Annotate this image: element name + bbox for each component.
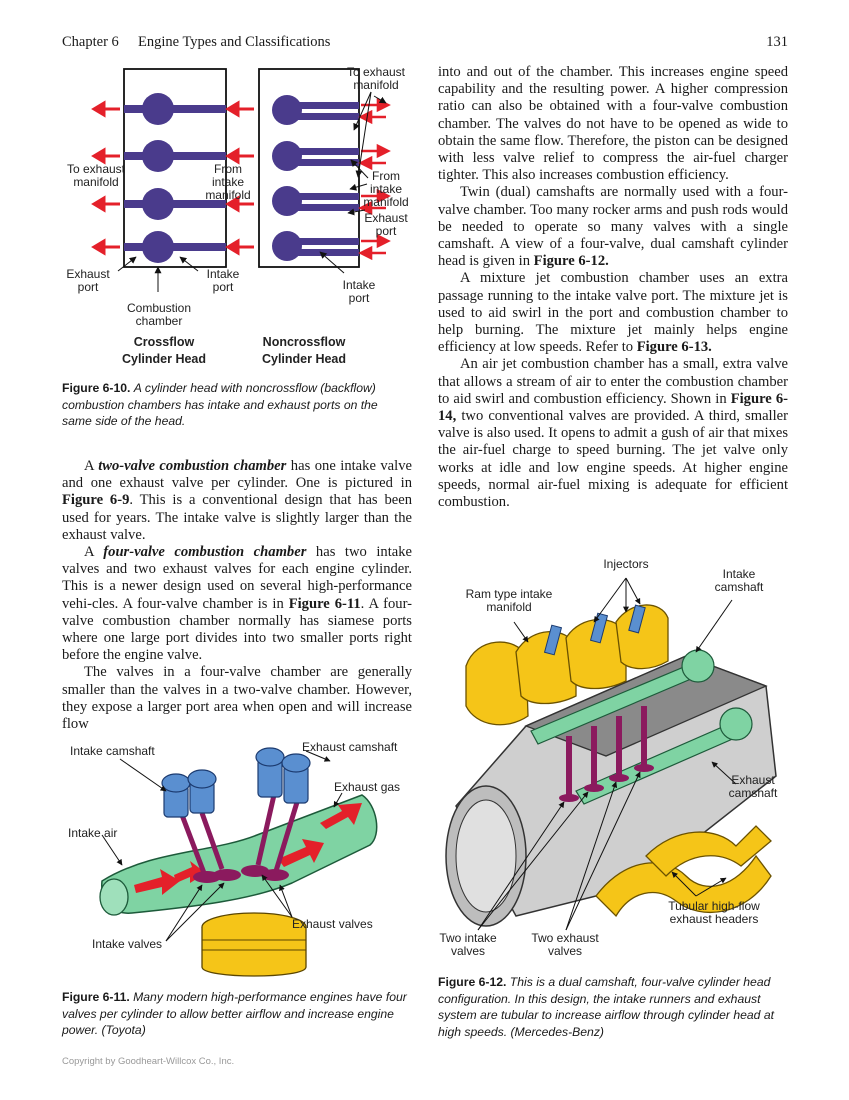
label-exhaust-camshaft-12: Exhaust camshaft [728, 773, 778, 800]
injectors [543, 604, 646, 656]
crossflow-head-outline [123, 68, 227, 268]
figure-reference: Figure 6-14, [438, 390, 788, 425]
paragraph: into and out of the chamber. This increa… [438, 64, 788, 184]
left-column-text: A two-valve combustion chamber has one i… [62, 458, 412, 733]
label-ram-type-intake-manifold: Ram type intake manifold [465, 587, 553, 614]
camshafts [530, 649, 753, 805]
caption-figure-6-12: Figure 6-12. This is a dual camshaft, fo… [438, 974, 788, 1040]
term: four-valve combustion chamber [103, 544, 307, 561]
label-combustion-chamber: Combustion chamber [126, 301, 192, 328]
caption-label: Figure 6-10. [62, 381, 131, 395]
label-intake-port-mid: Intake port [206, 267, 240, 294]
text-run: . This is a conventional design that has… [62, 492, 412, 543]
caption-figure-6-11: Figure 6-11. Many modern high-performanc… [62, 989, 410, 1039]
paragraph: An air jet combustion chamber has a smal… [438, 356, 788, 511]
figure-reference: Figure 6-13. [636, 339, 712, 356]
caption-figure-6-10: Figure 6-10. A cylinder head with noncro… [62, 380, 410, 430]
text-run: A [84, 458, 99, 474]
figure-6-11: Intake camshaft Exhaust camshaft Exhaust… [62, 735, 422, 985]
piston-body [201, 927, 307, 977]
paragraph: Twin (dual) camshafts are normally used … [438, 184, 788, 270]
valves [559, 706, 654, 802]
running-header: Chapter 6 Engine Types and Classificatio… [62, 34, 330, 51]
copyright-footer: Copyright by Goodheart-Willcox Co., Inc. [62, 1056, 235, 1067]
label-intake-air: Intake air [68, 826, 118, 840]
caption-label: Figure 6-11. [62, 990, 130, 1004]
label-from-intake-manifold-right: From intake manifold [363, 169, 409, 209]
noncrossflow-head-outline [258, 68, 360, 268]
text-run: . A four-valve combustion chamber normal… [62, 595, 413, 664]
text-run: A [84, 544, 104, 561]
four-valve-chamber-illustration [99, 747, 378, 977]
label-intake-camshaft: Intake camshaft [70, 744, 155, 758]
text-run: A mixture jet combustion chamber uses an… [438, 270, 788, 356]
exhaust-headers [595, 825, 772, 918]
port-opening [99, 878, 129, 916]
flow-arrows [134, 803, 362, 895]
label-exhaust-port-left: Exhaust port [66, 267, 110, 294]
figure-reference: Figure 6-9 [62, 492, 130, 509]
valve-heads [193, 865, 289, 883]
paragraph: The valves in a four-valve chamber are g… [62, 664, 412, 733]
figure-6-10: To exhaust manifold To exhaust manifold … [58, 60, 418, 380]
label-exhaust-port-right: Exhaust port [364, 211, 408, 238]
text-run: has two intake valves and two exhaust va… [62, 544, 412, 612]
label-from-intake-manifold-mid: From intake manifold [205, 162, 251, 202]
valve-stems [179, 794, 301, 874]
label-intake-port-right: Intake port [342, 278, 376, 305]
caption-text: A cylinder head with noncrossflow (backf… [62, 381, 378, 429]
figure-6-12: Injectors Intake camshaft Ram type intak… [436, 556, 796, 966]
label-two-exhaust-valves: Two exhaust valves [531, 931, 599, 958]
intake-manifold [465, 604, 669, 726]
label-to-exhaust-manifold-left: To exhaust manifold [66, 162, 126, 189]
camshaft-lobes [161, 747, 311, 818]
right-column-text: into and out of the chamber. This increa… [438, 64, 788, 511]
text-run: An air jet combustion chamber has a smal… [438, 356, 788, 407]
label-to-exhaust-manifold-top: To exhaust manifold [346, 65, 406, 92]
label-crossflow-title: Crossflow Cylinder Head [121, 335, 207, 366]
figure-reference: Figure 6-11 [288, 595, 361, 612]
caption-text: Many modern high-performance engines hav… [62, 990, 407, 1038]
label-injectors: Injectors [603, 557, 649, 571]
text-run: has one intake valve and one exhaust val… [62, 458, 412, 492]
cylinder-head-diagram [91, 68, 391, 292]
page-number: 131 [766, 34, 788, 50]
text-run: two conventional valves are provided. A … [438, 408, 788, 511]
label-exhaust-gas: Exhaust gas [334, 780, 401, 794]
label-noncrossflow-title: Noncrossflow Cylinder Head [261, 335, 347, 366]
figure-reference: Figure 6-12. [533, 253, 609, 270]
label-exhaust-camshaft: Exhaust camshaft [302, 740, 398, 754]
dual-camshaft-head-illustration [445, 577, 777, 931]
chapter-number: Chapter 6 [62, 34, 119, 50]
label-two-intake-valves: Two intake valves [439, 931, 497, 958]
text-run: Twin (dual) camshafts are normally used … [438, 184, 788, 270]
label-exhaust-valves: Exhaust valves [292, 917, 373, 931]
caption-text: This is a dual camshaft, four-valve cyli… [438, 975, 775, 1039]
paragraph: A four-valve combustion chamber has two … [62, 544, 412, 664]
paragraph: A two-valve combustion chamber has one i… [62, 458, 412, 544]
label-intake-camshaft-12: Intake camshaft [714, 567, 764, 594]
port-tube [101, 794, 378, 914]
label-tubular-headers: Tubular high-flow exhaust headers [668, 899, 760, 926]
chapter-title: Engine Types and Classifications [138, 34, 331, 50]
label-intake-valves: Intake valves [92, 937, 163, 951]
term: two-valve combustion chamber [98, 458, 287, 474]
paragraph: A mixture jet combustion chamber uses an… [438, 270, 788, 356]
caption-label: Figure 6-12. [438, 975, 507, 989]
